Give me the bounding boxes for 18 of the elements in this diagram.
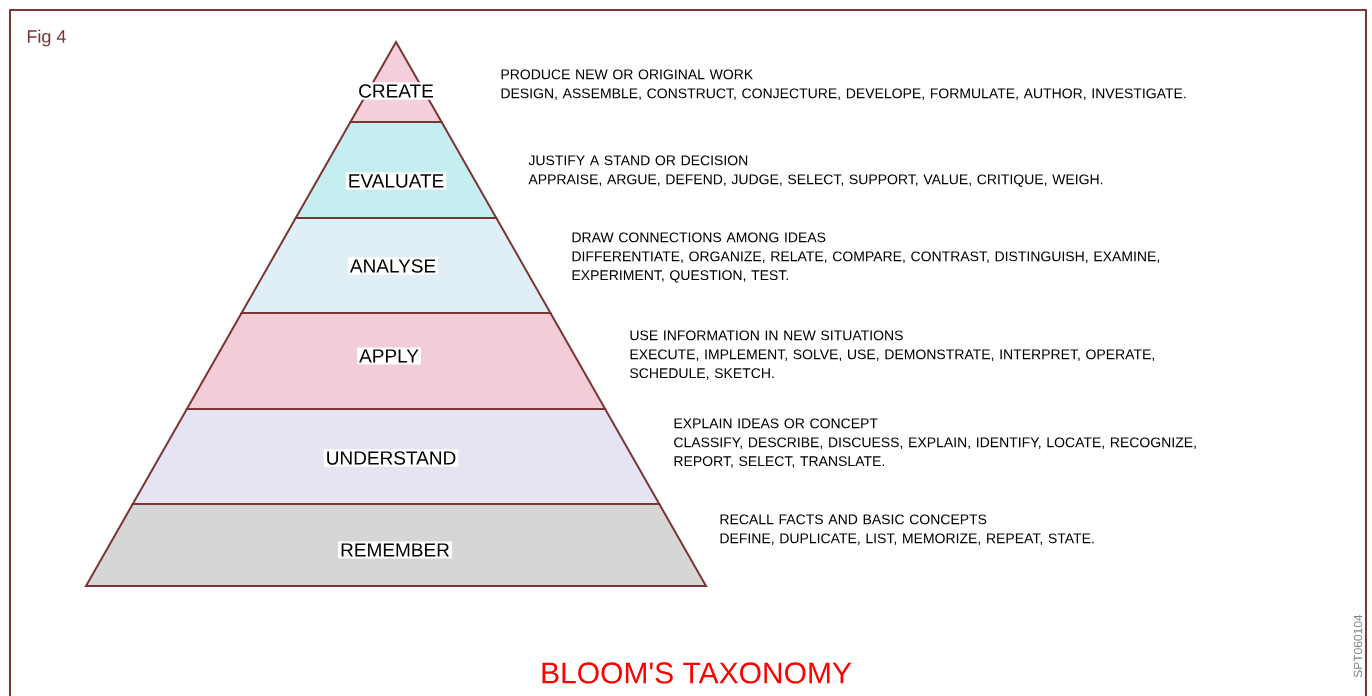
- description-text: DEFINE, DUPLICATE, LIST, MEMORIZE, REPEAT, STATE.: [720, 533, 1094, 545]
- description-text: CLASSIFY, DESCRIBE, DISCUESS, EXPLAIN, IDENTIFY, LOCATE, RECOGNIZE, REPORT, SELECT, TRANSLATE.: [674, 437, 1196, 468]
- description-text: DRAW CONNECTIONS AMONG IDEAS: [572, 232, 826, 243]
- description-text: EXPLAIN IDEAS OR CONCEPT: [674, 418, 878, 429]
- description-text: USE INFORMATION IN NEW SITUATIONS: [630, 330, 903, 341]
- pyramid-level: EVALUATE: [294, 121, 499, 219]
- figure-number: Fig 4: [27, 29, 66, 47]
- pyramid-level: APPLY: [185, 312, 607, 410]
- title: BLOOM'S TAXONOMY: [542, 662, 852, 684]
- description-text: APPRAISE, ARGUE, DEFEND, JUDGE, SELECT, SUPPORT, VALUE, CRITIQUE, WEIGH.: [528, 174, 1103, 187]
- code-label: SPT060104: [1353, 614, 1363, 678]
- description-text: RECALL FACTS AND BASIC CONCEPTS: [720, 514, 987, 525]
- description-text: JUSTIFY A STAND OR DECISION: [528, 155, 748, 166]
- description-text: DESIGN, ASSEMBLE, CONSTRUCT, CONJECTURE, DEVELOPE, FORMULATE, AUTHOR, INVESTIGATE.: [501, 88, 1186, 100]
- description-text: EXECUTE, IMPLEMENT, SOLVE, USE, DEMONSTRATE, INTERPRET, OPERATE, SCHEDULE, SKETCH.: [630, 349, 1154, 380]
- pyramid-level: UNDERSTAND: [131, 408, 661, 505]
- description-text: DIFFERENTIATE, ORGANIZE, RELATE, COMPARE, CONTRAST, DISTINGUISH, EXAMINE, EXPERIMENT, QUESTION, TEST.: [572, 251, 1159, 283]
- description-text: PRODUCE NEW OR ORIGINAL WORK: [501, 69, 753, 80]
